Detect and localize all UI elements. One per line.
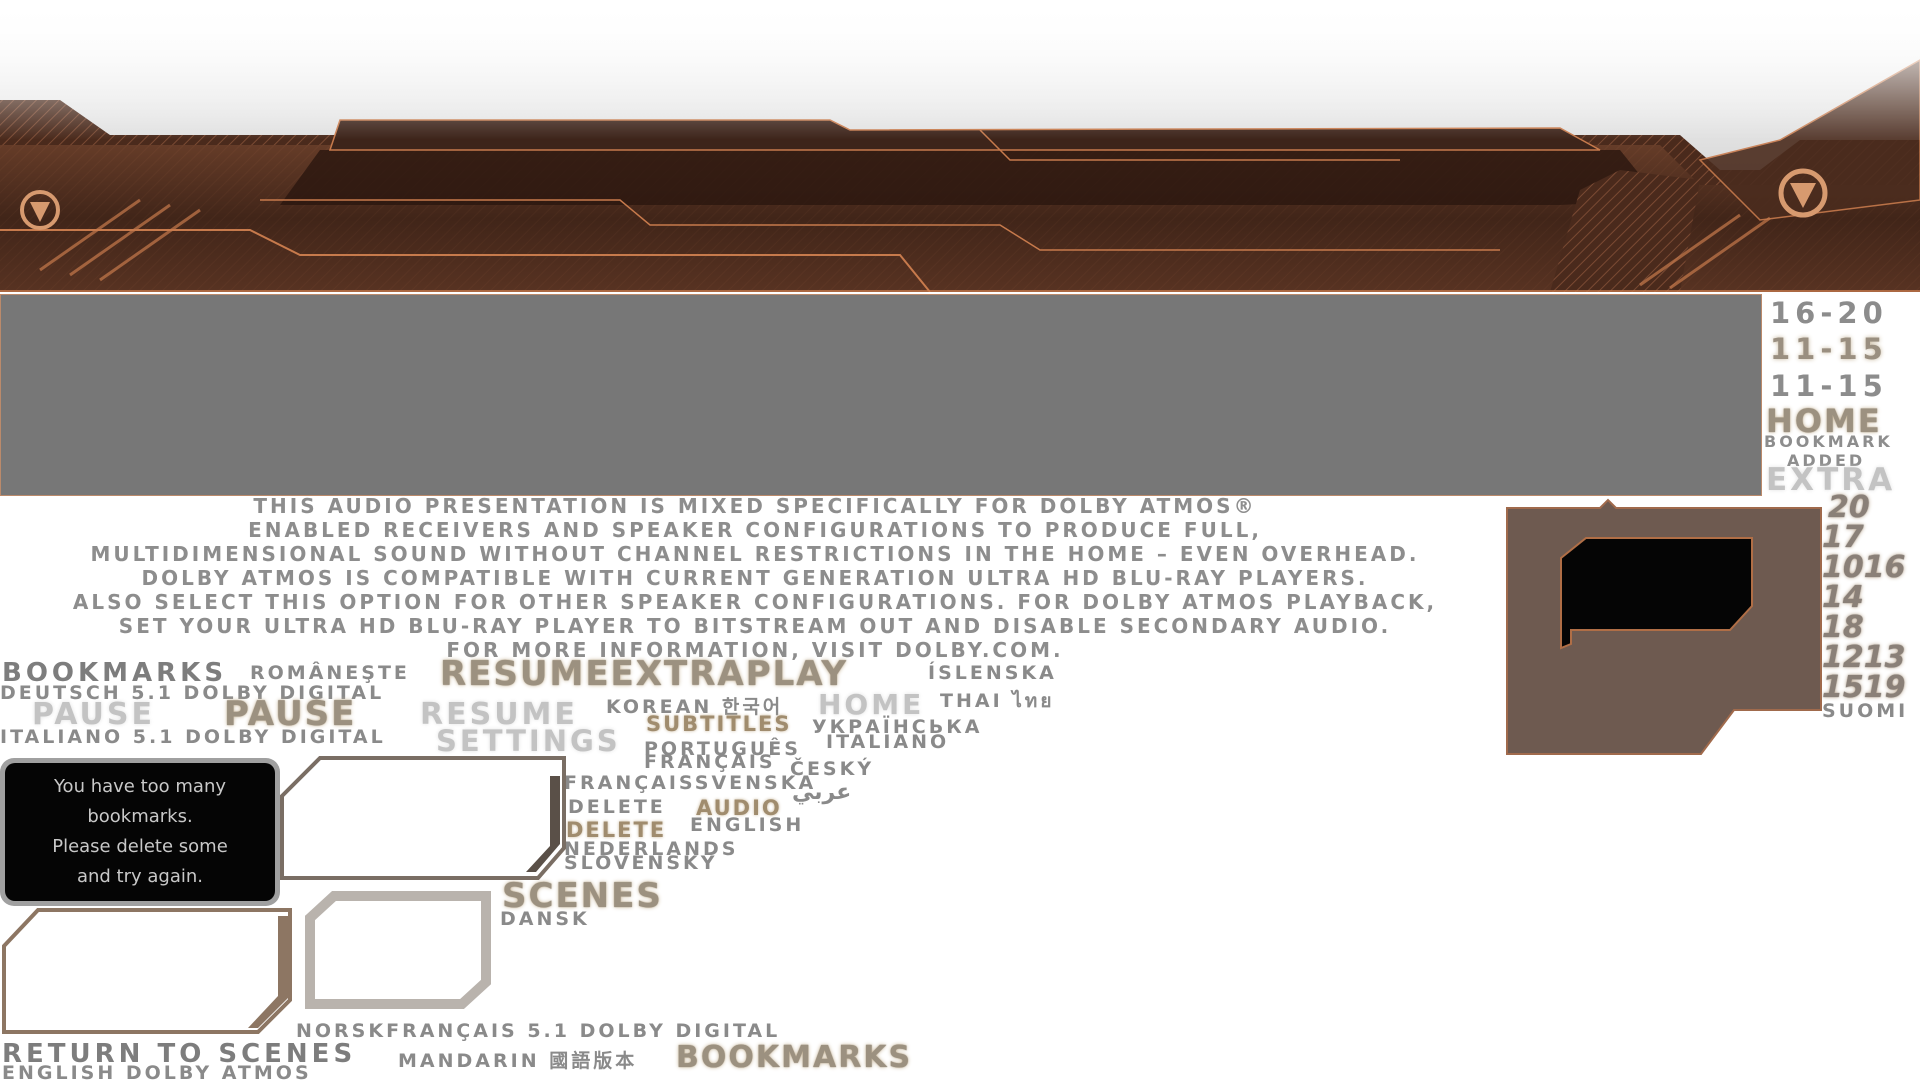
audio-option[interactable]: ENGLISH DOLBY ATMOS [2,1062,312,1084]
resume-button[interactable]: RESUME [420,697,578,732]
language-option[interactable]: SLOVENSKY [564,852,718,874]
atmos-description-line: ENABLED RECEIVERS AND SPEAKER CONFIGURAT… [248,518,1262,542]
language-option[interactable]: عربي [792,780,852,805]
bookmark-slot-frame[interactable] [280,756,566,880]
dialog-body: You have too many bookmarks. Please dele… [5,763,275,901]
pause-button-inactive[interactable]: PAUSE [32,697,155,732]
audio-option[interactable]: ITALIANO 5.1 DOLBY DIGITAL [0,726,386,748]
bookmarks-label[interactable]: BOOKMARKS [2,658,228,688]
chapter-number[interactable]: 18 [1822,610,1864,645]
dialog-text: Please delete some [52,836,228,857]
delete-button-inactive[interactable]: DELETE [568,796,666,818]
pause-button-active[interactable]: PAUSE [224,694,357,734]
dialog-text: You have too many [53,776,227,797]
too-many-bookmarks-dialog: You have too many bookmarks. Please dele… [0,758,280,906]
language-option[interactable]: NEDERLANDS [564,838,739,860]
header-banner [0,0,1920,292]
dialog-text: and try again. [76,866,204,887]
chapter-range-label: 11-15 [1770,369,1888,403]
return-to-scenes-button[interactable]: RETURN TO SCENES [2,1039,357,1069]
audio-option[interactable]: DEUTSCH 5.1 DOLBY DIGITAL [0,682,385,704]
delete-button-active[interactable]: DELETE [566,818,667,842]
chapter-number[interactable]: 17 [1822,520,1864,555]
extra-button[interactable]: EXTRA [1766,462,1896,498]
atmos-description-line: THIS AUDIO PRESENTATION IS MIXED SPECIFI… [253,494,1257,518]
atmos-description-line: SET YOUR ULTRA HD BLU-RAY PLAYER TO BITS… [118,614,1392,638]
logo-emblem-left-icon [20,190,60,230]
language-option[interactable]: MANDARIN 國語版本 [398,1050,638,1072]
chapter-number[interactable]: 14 [1822,580,1864,615]
return-slot-frame[interactable] [2,906,294,1036]
audio-button[interactable]: AUDIO [696,796,782,820]
language-option[interactable]: FRANÇAIS [644,751,776,773]
chapter-range-label-selected[interactable]: 11-15 [1770,332,1888,366]
language-option[interactable]: ENGLISH [690,814,805,836]
audio-option[interactable]: NORSKFRANÇAIS 5.1 DOLBY DIGITAL [296,1020,781,1042]
language-option[interactable]: ITALIANO [826,731,950,753]
chapter-number[interactable]: 20 [1828,490,1870,525]
atmos-description-line: MULTIDIMENSIONAL SOUND WITHOUT CHANNEL R… [90,542,1420,566]
resume-extra-play-label[interactable]: RESUMEEXTRAPLAY [440,654,848,694]
bookmark-added-label: ADDED [1787,451,1866,470]
bookmark-added-label: BOOKMARK [1764,432,1893,451]
language-option[interactable]: ÍSLENSKA [928,662,1057,684]
settings-button[interactable]: SETTINGS [436,724,621,758]
language-option[interactable]: THAI ไทย [940,690,1055,712]
chapter-number[interactable]: 1213 [1822,640,1906,675]
chapter-number[interactable]: 1519 [1822,670,1906,705]
dialog-text: bookmarks. [87,806,193,827]
banner-graphic [0,0,1920,292]
logo-emblem-right-icon [1778,168,1828,218]
atmos-description-line: FOR MORE INFORMATION, VISIT DOLBY.COM. [446,638,1064,662]
scene-slot-frame[interactable] [300,888,496,1012]
language-option[interactable]: PORTUGUÊS [644,738,801,760]
language-option[interactable]: ČESKÝ [790,758,875,780]
language-option[interactable]: УКРАЇНСЬКА [812,716,983,738]
chapter-number[interactable]: 1016 [1822,550,1906,585]
subtitles-button[interactable]: SUBTITLES [646,712,792,736]
atmos-description-line: ALSO SELECT THIS OPTION FOR OTHER SPEAKE… [72,590,1438,614]
language-option[interactable]: ROMÂNEŞTE [250,662,410,684]
language-option[interactable]: DANSK [500,908,590,930]
chapter-range-label: 16-20 [1770,296,1888,330]
atmos-description-line: DOLBY ATMOS IS COMPATIBLE WITH CURRENT G… [141,566,1369,590]
scenes-button[interactable]: SCENES [502,876,663,916]
home-button[interactable]: HOME [1766,402,1882,440]
home-label-inactive[interactable]: HOME [818,688,925,721]
language-option[interactable]: FRANÇAISSVENSKA [564,772,817,794]
video-placeholder [0,294,1762,496]
language-option[interactable]: SUOMI [1822,700,1909,722]
bookmarks-button[interactable]: BOOKMARKS [676,1040,913,1075]
scene-thumbnail-frame[interactable] [1505,496,1823,758]
language-option[interactable]: KOREAN 한국어 [606,696,784,718]
